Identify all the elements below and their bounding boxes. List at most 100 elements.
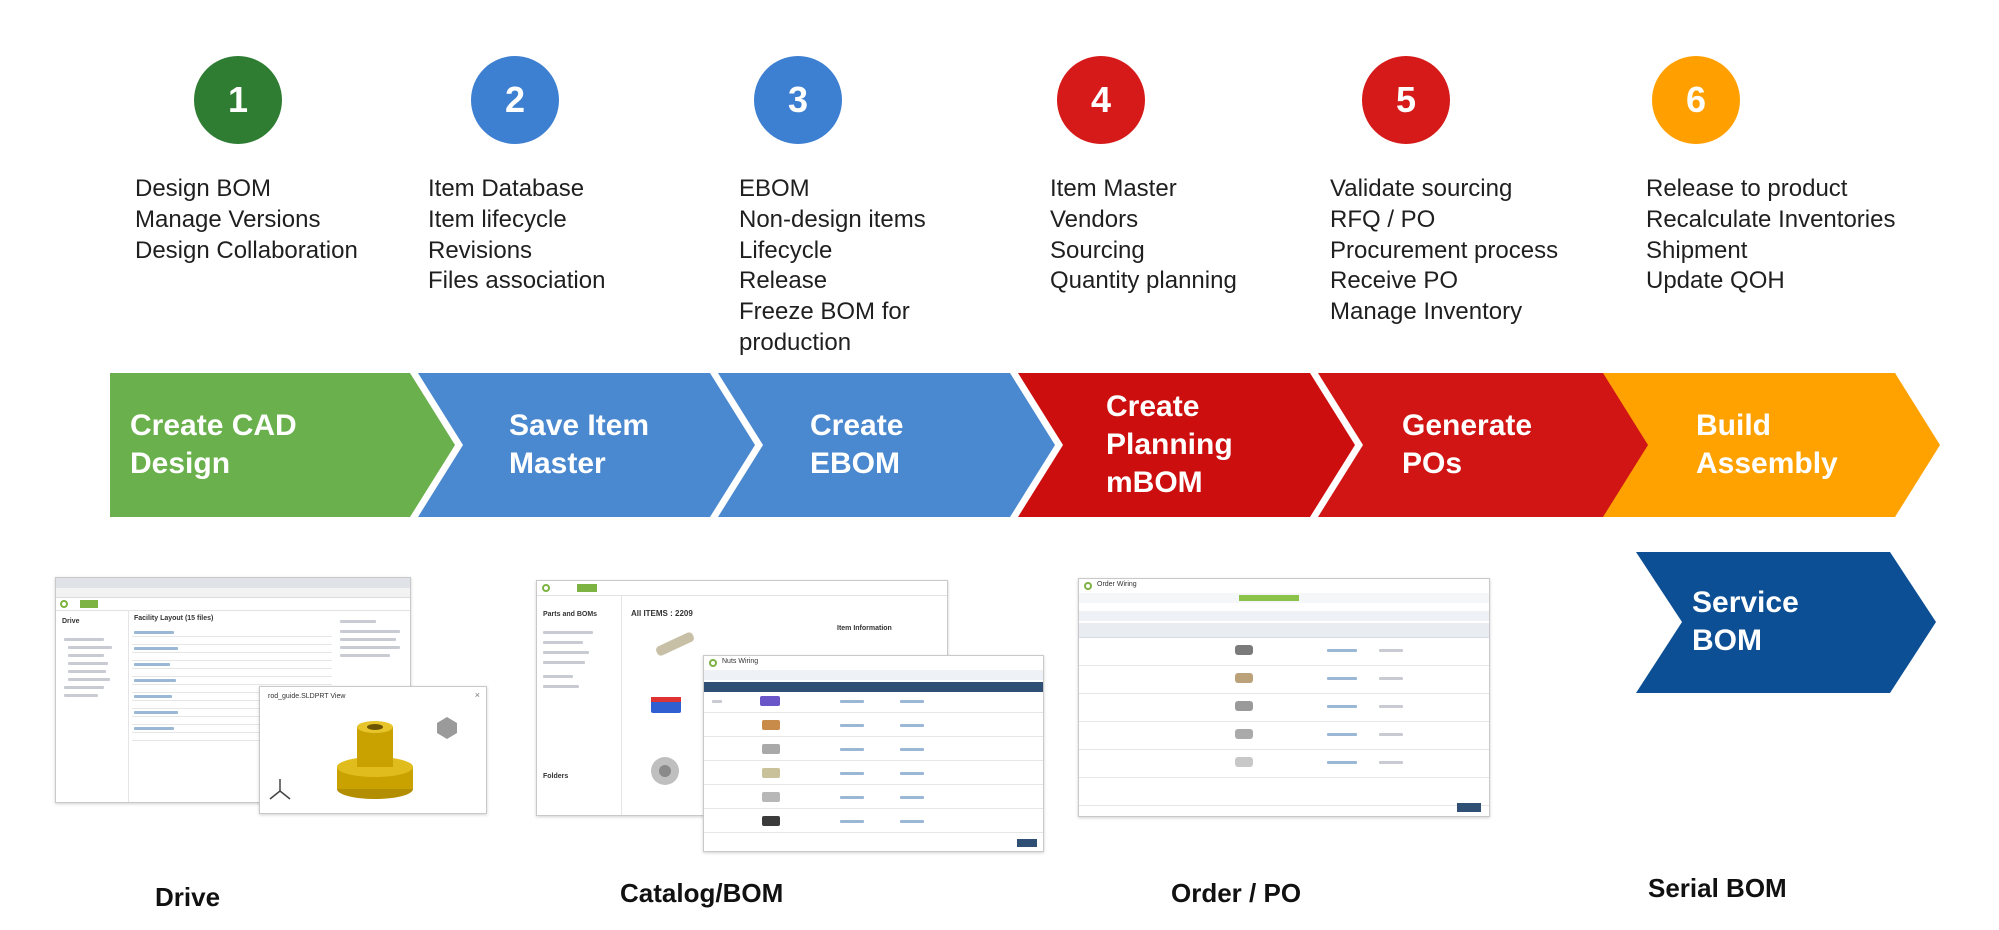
part-thumbnail	[651, 697, 681, 713]
part-thumbnail	[762, 768, 780, 778]
arrow-label-line: Create CAD	[130, 409, 297, 442]
cad-viewer-window: rod_guide.SLDPRT View ×	[259, 686, 487, 814]
part-thumbnail	[762, 744, 780, 754]
feature-item: Design BOM	[135, 175, 272, 202]
drive-sidebar-title: Drive	[62, 618, 80, 625]
app-logo-icon	[1084, 582, 1092, 590]
feature-item: Release	[739, 267, 828, 295]
feature-item: Revisions	[428, 236, 533, 264]
step-4-features: Item Master Vendors Sourcing Quantity pl…	[1050, 174, 1237, 297]
feature-item: Validate sourcing	[1330, 175, 1513, 202]
catalog-bom-window: Nuts Wiring	[703, 655, 1044, 852]
feature-item: Vendors	[1050, 205, 1139, 233]
feature-item: Design Collaboration	[135, 236, 358, 264]
arrow-label-create-planning-mbom: Create Planning mBOM	[1106, 388, 1233, 502]
toolbar	[704, 670, 1043, 680]
arrow-label-line: Generate	[1402, 409, 1533, 442]
catalog-sidebar: Parts and BOMs Folders	[537, 595, 622, 815]
green-tab	[80, 600, 98, 608]
order-tabs	[1079, 593, 1489, 603]
green-tab	[577, 584, 597, 592]
step-5-badge: 5	[1362, 56, 1450, 144]
part-thumbnail	[760, 696, 780, 706]
arrow-label-line: POs	[1402, 447, 1463, 480]
feature-item: Procurement process	[1330, 236, 1559, 264]
catalog-heading: All ITEMS : 2209	[631, 609, 693, 618]
step-1-features: Design BOM Manage Versions Design Collab…	[135, 174, 358, 266]
close-icon[interactable]: ×	[474, 690, 480, 700]
arrow-label-line: Build	[1696, 409, 1771, 442]
save-button[interactable]	[1017, 839, 1037, 847]
arrow-save-item-master	[418, 373, 755, 517]
arrow-label-build-assembly: Build Assembly	[1696, 407, 1838, 483]
step-2-features: Item Database Item lifecycle Revisions F…	[428, 174, 605, 297]
part-thumbnail	[651, 757, 679, 785]
arrow-label-line: Master	[509, 447, 606, 480]
submit-button[interactable]	[1457, 803, 1481, 812]
arrow-label-generate-pos: Generate POs	[1402, 407, 1532, 483]
feature-item: Update QOH	[1646, 267, 1785, 295]
catalog-item-info-title: Item Information	[837, 625, 892, 632]
feature-item: Recalculate Inventories	[1646, 205, 1896, 233]
table-header	[1079, 623, 1489, 638]
step-3-badge: 3	[754, 56, 842, 144]
part-thumbnail	[1235, 673, 1253, 683]
caption-order-po: Order / PO	[1171, 878, 1302, 908]
arrow-label-create-cad-design: Create CAD Design	[130, 407, 297, 483]
step-6-features: Release to product Recalculate Inventori…	[1646, 174, 1895, 297]
app-header	[537, 581, 947, 596]
arrow-label-line: Design	[130, 447, 231, 480]
arrow-label-save-item-master: Save Item Master	[509, 407, 649, 483]
app-logo-icon	[60, 600, 68, 608]
browser-address-bar	[56, 588, 410, 598]
feature-item: Lifecycle	[739, 236, 833, 264]
feature-item: EBOM	[739, 175, 810, 202]
arrow-label-line: Save Item	[509, 409, 650, 442]
arrow-label-create-ebom: Create EBOM	[810, 407, 903, 483]
arrow-build-assembly	[1603, 373, 1940, 517]
part-thumbnail	[1235, 729, 1253, 739]
drive-heading: Facility Layout (15 files)	[134, 615, 214, 622]
app-logo-icon	[709, 659, 717, 667]
browser-tab-bar	[56, 578, 410, 588]
feature-item: Quantity planning	[1050, 267, 1237, 295]
feature-item: Item lifecycle	[428, 205, 567, 233]
part-thumbnail	[656, 632, 694, 656]
arrow-label-line: EBOM	[810, 447, 900, 480]
po-table	[1079, 637, 1489, 807]
order-title: Order Wiring	[1097, 581, 1137, 588]
arrow-label-line: Create	[810, 409, 904, 442]
part-thumbnail	[1235, 701, 1253, 711]
order-screenshot: Order Wiring	[1078, 578, 1490, 817]
part-thumbnail	[1235, 645, 1253, 655]
arrow-label-line: BOM	[1692, 624, 1762, 657]
arrow-create-cad-design	[110, 373, 455, 517]
step-6-badge: 6	[1652, 56, 1740, 144]
arrow-label-line: mBOM	[1106, 466, 1203, 499]
feature-item: Receive PO	[1330, 267, 1459, 295]
part-thumbnail	[762, 792, 780, 802]
arrow-create-ebom	[718, 373, 1055, 517]
feature-item: production	[739, 328, 852, 356]
viewer-title: rod_guide.SLDPRT View	[268, 693, 346, 700]
arrow-label-line: Assembly	[1696, 447, 1838, 480]
caption-catalog-bom: Catalog/BOM	[620, 878, 784, 908]
caption-drive: Drive	[155, 882, 221, 912]
arrow-label-line: Service	[1692, 586, 1799, 619]
app-header: Order Wiring	[1079, 579, 1489, 594]
arrow-label-service-bom: Service BOM	[1692, 584, 1799, 660]
feature-item: Files association	[428, 267, 606, 295]
arrow-generate-pos	[1318, 373, 1655, 517]
arrow-create-planning-mbom	[1018, 373, 1355, 517]
green-tab	[1239, 595, 1299, 601]
cad-part-image	[269, 717, 457, 800]
app-header: Nuts Wiring	[704, 656, 1043, 671]
drive-file-table	[132, 628, 332, 748]
part-thumbnail	[762, 816, 780, 826]
part-thumbnail	[1235, 757, 1253, 767]
table-header	[704, 682, 1043, 692]
app-logo-icon	[542, 584, 550, 592]
feature-item: Release to product	[1646, 175, 1848, 202]
arrow-label-line: Create	[1106, 390, 1200, 423]
